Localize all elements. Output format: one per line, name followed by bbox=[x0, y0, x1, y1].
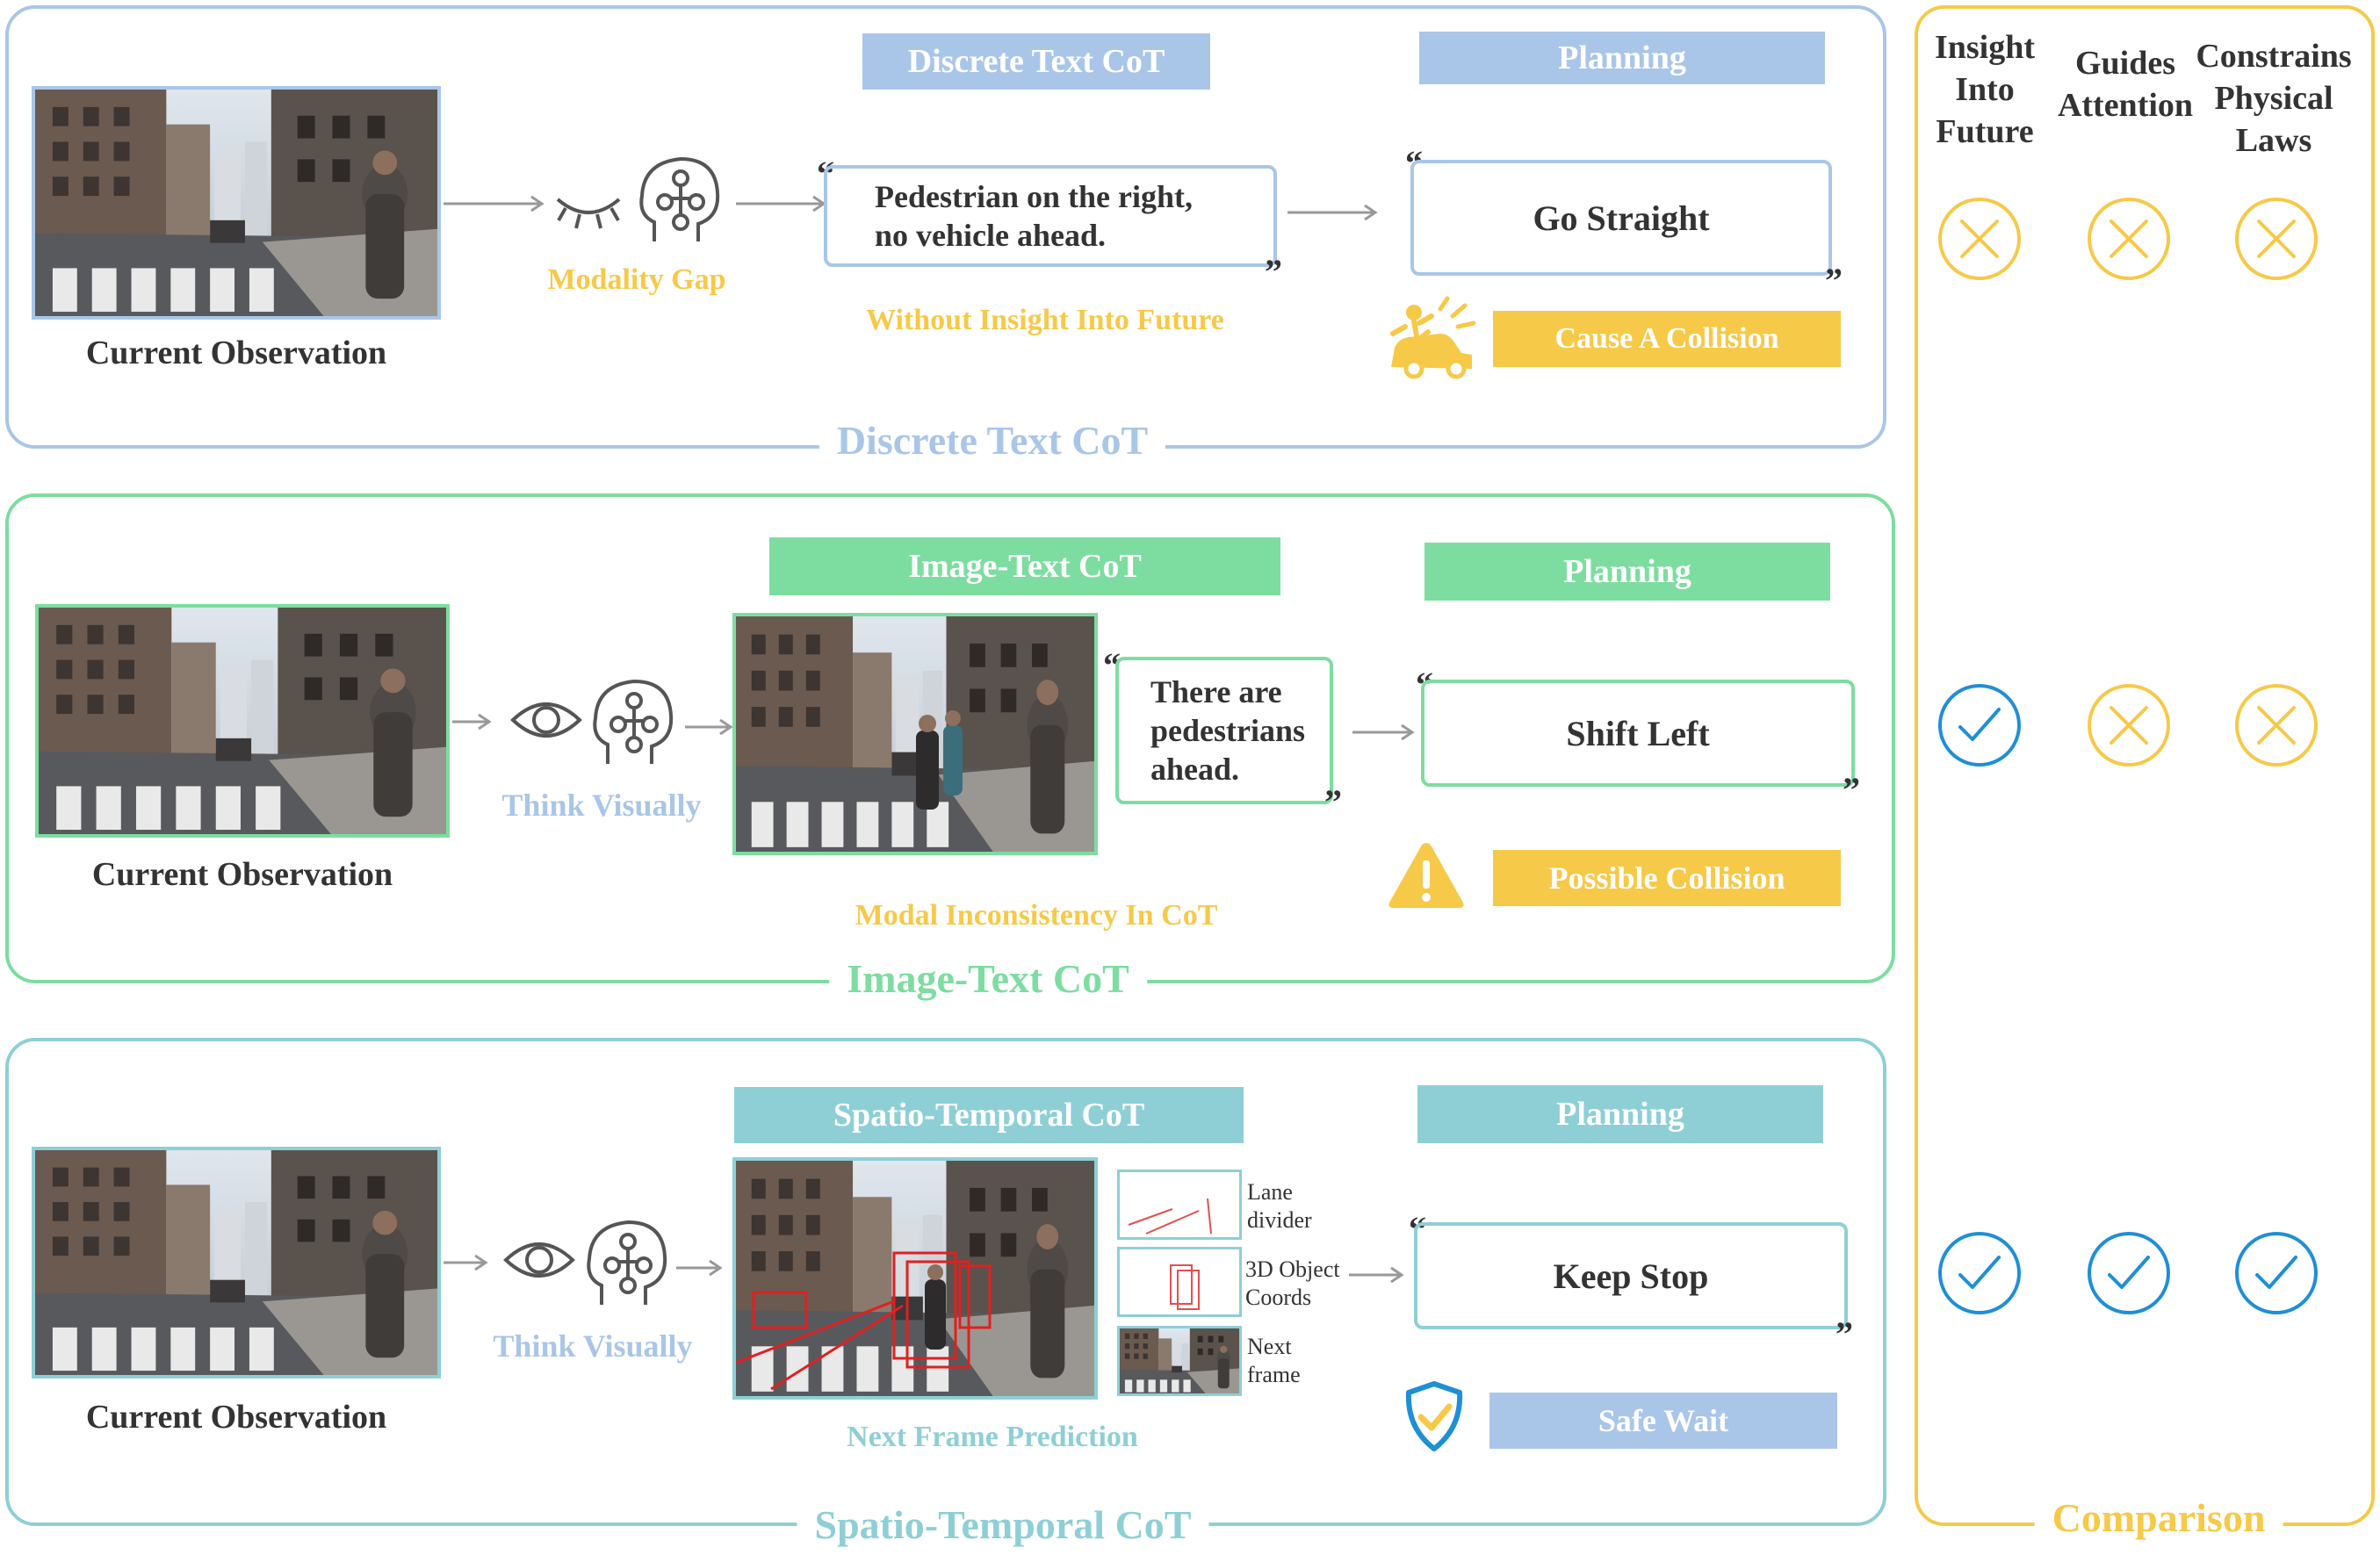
decision-box: Keep Stop bbox=[1414, 1222, 1848, 1329]
collision-outcome-pill: Possible Collision bbox=[1493, 850, 1841, 906]
close-quote: ” bbox=[1265, 252, 1282, 292]
decision-box: Go Straight bbox=[1410, 160, 1832, 276]
check-icon bbox=[1938, 684, 2021, 767]
check-icon bbox=[2235, 1232, 2318, 1314]
think-visually-label: Think Visually bbox=[493, 1328, 693, 1364]
brain-network-icon bbox=[639, 156, 720, 241]
planning-pill: Planning bbox=[1417, 1085, 1823, 1143]
current-observation-image bbox=[35, 604, 450, 838]
arrow bbox=[736, 195, 826, 212]
arrow bbox=[444, 1254, 488, 1271]
check-icon bbox=[2088, 1232, 2170, 1314]
object-coords-thumbnail bbox=[1117, 1247, 1242, 1317]
decision-text: Shift Left bbox=[1566, 713, 1710, 753]
arrow bbox=[1352, 724, 1415, 741]
text-cot-box: Pedestrian on the right, no vehicle ahea… bbox=[824, 165, 1277, 267]
arrow bbox=[685, 718, 733, 736]
think-visually-label: Think Visually bbox=[501, 788, 702, 823]
text-cot-box: There are pedestrians ahead. bbox=[1115, 657, 1333, 804]
decision-text: Go Straight bbox=[1533, 198, 1710, 238]
arrow bbox=[676, 1259, 723, 1277]
lane-divider-label: Lane divider bbox=[1247, 1179, 1312, 1233]
image-cot-image bbox=[732, 613, 1098, 855]
text-cot-content: There are pedestrians ahead. bbox=[1150, 674, 1306, 787]
comparison-header-physical: Constrains Physical Laws bbox=[2196, 38, 2352, 159]
car-crash-icon bbox=[1390, 296, 1476, 379]
arrow bbox=[1349, 1266, 1404, 1284]
text-cot-content: Pedestrian on the right, no vehicle ahea… bbox=[875, 179, 1193, 253]
next-frame-prediction-label: Next Frame Prediction bbox=[847, 1421, 1138, 1453]
decision-box: Shift Left bbox=[1421, 680, 1855, 787]
arrow bbox=[1287, 204, 1378, 221]
image-text-cot-panel-title: Image-Text CoT bbox=[829, 954, 1147, 1004]
cross-icon bbox=[2235, 198, 2318, 280]
brain-network-icon bbox=[587, 1220, 667, 1305]
current-observation-caption: Current Observation bbox=[85, 1399, 387, 1436]
check-icon bbox=[1938, 1232, 2021, 1314]
decision-text: Keep Stop bbox=[1553, 1256, 1709, 1296]
cross-icon bbox=[2088, 198, 2170, 280]
next-frame-prediction-image bbox=[732, 1157, 1098, 1400]
brain-network-icon bbox=[593, 679, 674, 764]
shield-check-icon bbox=[1405, 1381, 1463, 1451]
planning-pill: Planning bbox=[1419, 32, 1825, 84]
arrow bbox=[444, 195, 545, 212]
arrow bbox=[452, 713, 492, 731]
eye-icon bbox=[510, 702, 582, 738]
comparison-header-insight: Insight Into Future bbox=[1934, 29, 2036, 150]
closed-eye-icon bbox=[556, 198, 621, 229]
without-insight-label: Without Insight Into Future bbox=[866, 304, 1224, 336]
discrete-text-cot-panel-title: Discrete Text CoT bbox=[819, 416, 1166, 465]
close-quote: ” bbox=[1835, 1314, 1853, 1354]
planning-pill: Planning bbox=[1424, 543, 1830, 601]
cross-icon bbox=[2088, 684, 2170, 767]
current-observation-caption: Current Observation bbox=[91, 856, 393, 893]
collision-outcome-pill: Cause A Collision bbox=[1493, 311, 1841, 367]
current-observation-image bbox=[32, 86, 441, 320]
close-quote: ” bbox=[1843, 770, 1860, 810]
spatio-temporal-cot-pill: Spatio-Temporal CoT bbox=[734, 1087, 1244, 1143]
close-quote: ” bbox=[1324, 782, 1342, 822]
current-observation-image bbox=[32, 1147, 441, 1379]
comparison-header-attention: Guides Attention bbox=[2057, 45, 2194, 124]
image-text-cot-pill: Image-Text CoT bbox=[769, 537, 1280, 595]
safe-wait-pill: Safe Wait bbox=[1489, 1393, 1837, 1449]
spatio-temporal-cot-panel-title: Spatio-Temporal CoT bbox=[797, 1501, 1209, 1550]
next-frame-thumbnail bbox=[1117, 1326, 1242, 1396]
warning-icon bbox=[1388, 843, 1464, 908]
object-coords-label: 3D Object Coords bbox=[1245, 1256, 1340, 1310]
modality-gap-label: Modality Gap bbox=[547, 263, 726, 296]
next-frame-label: Next frame bbox=[1247, 1334, 1301, 1387]
discrete-text-cot-pill: Discrete Text CoT bbox=[862, 33, 1210, 90]
cross-icon bbox=[1938, 198, 2021, 280]
current-observation-caption: Current Observation bbox=[85, 335, 387, 371]
cross-icon bbox=[2235, 684, 2318, 767]
eye-icon bbox=[503, 1242, 575, 1278]
close-quote: ” bbox=[1825, 261, 1843, 300]
lane-divider-thumbnail bbox=[1117, 1170, 1242, 1240]
modal-inconsistency-label: Modal Inconsistency In CoT bbox=[855, 899, 1218, 932]
comparison-panel-title: Comparison bbox=[2034, 1494, 2283, 1543]
